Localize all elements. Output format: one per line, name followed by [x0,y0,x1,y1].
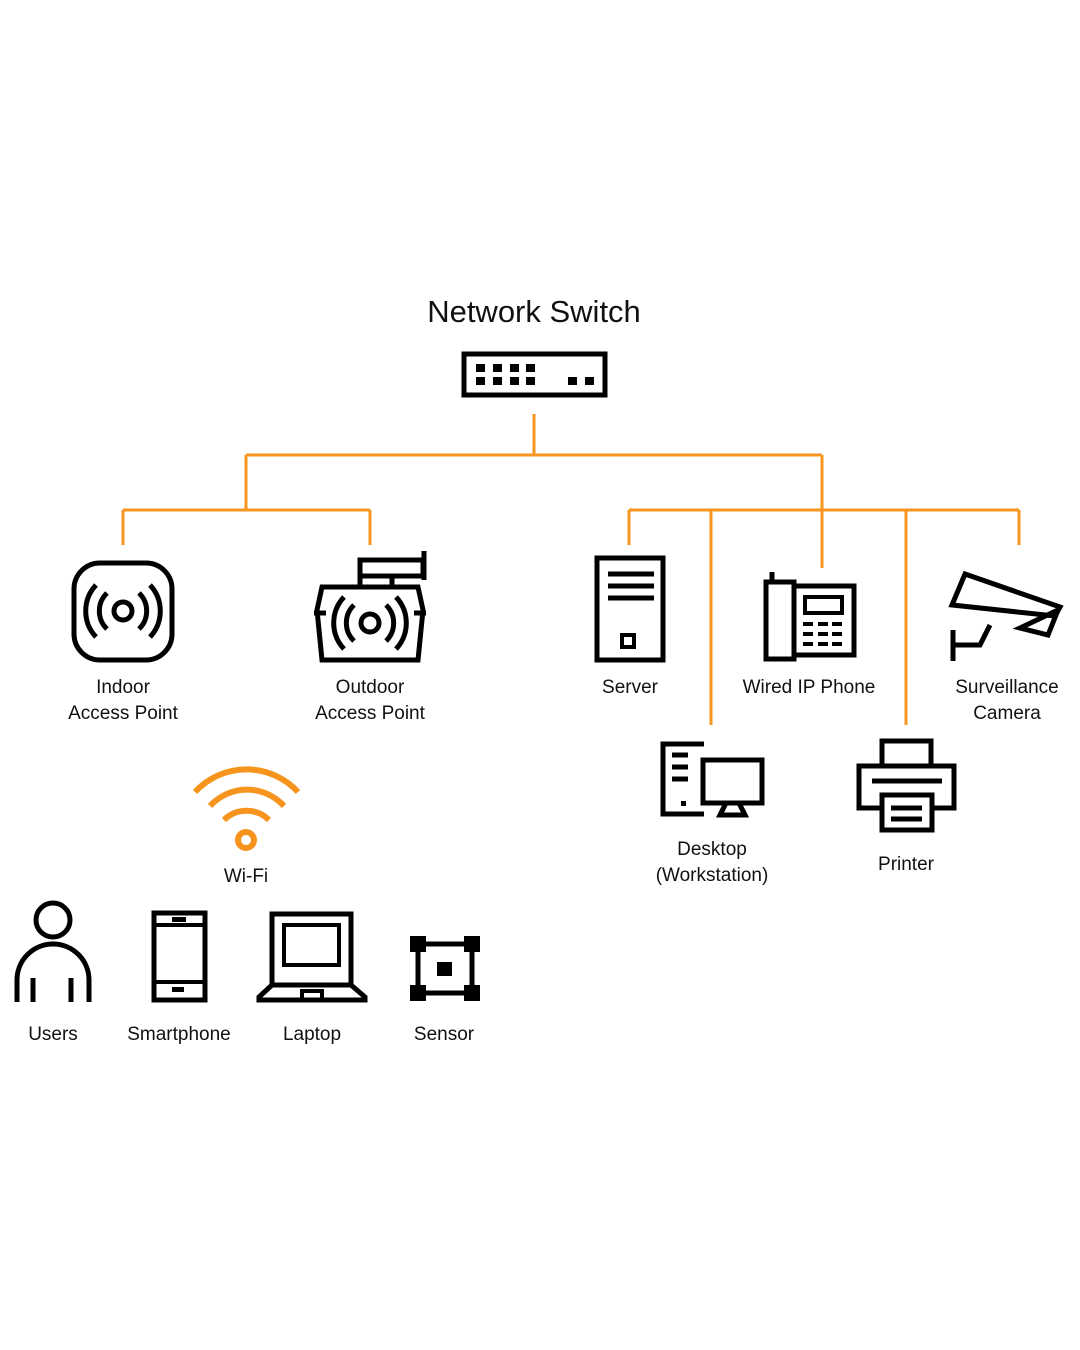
users: Users [14,900,92,1045]
desktop-label-line1: Desktop [677,839,747,860]
network-switch-icon [461,351,608,398]
desktop-workstation-icon [660,741,765,818]
connector-wired-branch [627,455,1021,725]
surveillance-camera-icon [948,570,1064,661]
laptop: Laptop [256,911,368,1045]
connector-switch-trunk [246,414,822,457]
sensor-label: Sensor [414,1024,475,1045]
server-icon [594,555,666,663]
wifi-label: Wi-Fi [224,866,268,887]
indoor-ap-label-line1: Indoor [96,677,151,698]
camera-label-line2: Camera [973,703,1041,724]
ip-phone: Wired IP Phone [743,572,876,698]
ip-phone-icon [763,572,857,662]
indoor-ap-label-line2: Access Point [68,703,179,724]
ip-phone-label: Wired IP Phone [743,677,876,698]
outdoor-access-point-icon [314,551,427,663]
sensor: Sensor [410,936,480,1045]
outdoor-access-point: Outdoor Access Point [314,551,427,724]
connector-ap-branch [121,455,372,545]
laptop-label: Laptop [283,1024,341,1045]
outdoor-ap-label-line1: Outdoor [336,677,405,698]
laptop-icon [256,911,368,1003]
printer: Printer [856,738,957,875]
wifi: Wi-Fi [192,766,301,887]
smartphone-label: Smartphone [127,1024,231,1045]
printer-label: Printer [878,854,935,875]
indoor-access-point-icon [71,560,175,663]
printer-icon [856,738,957,833]
wifi-icon [192,766,301,851]
server-label: Server [602,677,659,698]
smartphone: Smartphone [127,910,231,1045]
camera-label-line1: Surveillance [955,677,1059,698]
desktop-label-line2: (Workstation) [656,865,769,886]
server: Server [594,555,666,698]
diagram-title: Network Switch [427,294,641,329]
smartphone-icon [151,910,208,1003]
indoor-access-point: Indoor Access Point [68,560,179,724]
sensor-icon [410,936,480,1001]
users-label: Users [28,1024,78,1045]
outdoor-ap-label-line2: Access Point [315,703,426,724]
connector-lines [121,414,1021,725]
user-icon [14,900,92,1002]
desktop-workstation: Desktop (Workstation) [656,741,769,886]
surveillance-camera: Surveillance Camera [948,570,1064,724]
